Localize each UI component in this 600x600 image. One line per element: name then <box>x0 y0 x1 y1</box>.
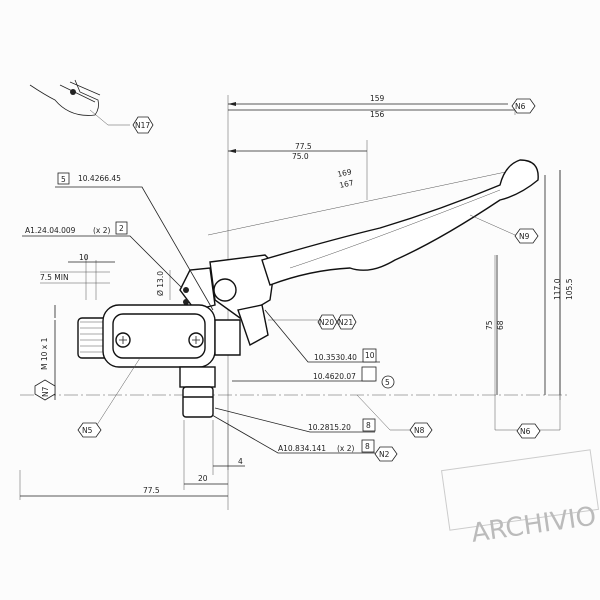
hand-sketch <box>29 79 130 126</box>
callout-n9: N9 <box>514 228 539 244</box>
drawing-label: 4 <box>238 457 243 466</box>
drawing-label: N6 <box>520 427 531 436</box>
part-callout-a1-24-04-009: A1.24.04.009 (x 2) 2 <box>22 221 183 289</box>
drawing-label: 8 <box>365 442 370 451</box>
drawing-label: (x 2) <box>93 226 111 235</box>
drawing-label: 167 <box>339 178 355 190</box>
master-cylinder <box>77 304 269 418</box>
drawing-label: 8 <box>366 421 371 430</box>
drawing-label: 10.3530.40 <box>314 353 357 362</box>
archivio-stamp: ARCHIVIO <box>440 449 600 549</box>
drawing-label: N20 <box>319 318 334 327</box>
part-callout-10-4266-45: 5 10.4266.45 <box>55 172 214 311</box>
drawing-label: A1.24.04.009 <box>25 226 76 235</box>
brake-lever <box>179 159 539 319</box>
callout-n5: N5 <box>77 422 102 438</box>
drawing-label: 2 <box>119 224 124 233</box>
drawing-label: N5 <box>82 426 93 435</box>
drawing-label: 10 <box>79 253 89 262</box>
drawing-label: M 10 x 1 <box>40 337 49 370</box>
drawing-label: Ø 13.0 <box>156 271 165 296</box>
drawing-label: 5 <box>61 175 66 184</box>
callout-n17: N17 <box>132 116 154 134</box>
drawing-label: 20 <box>198 474 208 483</box>
drawing-label: 10 <box>365 351 375 360</box>
drawing-label: N9 <box>519 232 530 241</box>
stamp-text: ARCHIVIO <box>469 502 598 549</box>
drawing-label: N2 <box>379 450 390 459</box>
drawing-label: 5 <box>385 378 390 387</box>
drawing-label: 159 <box>370 94 385 103</box>
part-callout-10-4620-07: 10.4620.07 5 <box>232 366 395 389</box>
part-callout-10-3530-40: 10.3530.40 10 <box>264 309 380 363</box>
drawing-label: 10.4266.45 <box>78 174 121 183</box>
drawing-label: 75.0 <box>292 152 309 161</box>
drawing-label: 10.2815.20 <box>308 423 351 432</box>
drawing-label: 77.5 <box>295 142 312 151</box>
drawing-label: 10.4620.07 <box>313 372 356 381</box>
drawing-label: N6 <box>515 102 526 111</box>
drawing-label: 105.5 <box>565 278 574 300</box>
drawing-label: A10.834.141 <box>278 444 326 453</box>
drawing-label: N7 <box>41 386 50 397</box>
part-callout-a10-834-141: A10.834.141 (x 2) 8 N2 <box>211 414 398 462</box>
callout-n7: N7 <box>34 379 56 401</box>
callout-n6-top: N6 <box>511 98 536 114</box>
drawing-label: 117.0 <box>553 278 562 300</box>
part-callout-10-2815-20: 10.2815.20 8 <box>214 407 376 433</box>
drawing-label: 156 <box>370 110 385 119</box>
drawing-label: 75 <box>485 320 494 330</box>
callouts-n20-n21: N20 N21 <box>317 314 357 330</box>
drawing-label: (x 2) <box>337 444 355 453</box>
drawing-label: N21 <box>338 318 353 327</box>
drawing-label: 169 <box>337 167 353 179</box>
drawing-label: N8 <box>414 426 425 435</box>
drawing-label: 68 <box>496 320 505 330</box>
callout-n6-bottom: N6 <box>516 423 541 439</box>
drawing-label: N17 <box>135 121 150 130</box>
drawing-label: 7.5 MIN <box>40 273 69 282</box>
callout-n8: N8 <box>409 422 433 438</box>
drawing-label: 77.5 <box>143 486 160 495</box>
